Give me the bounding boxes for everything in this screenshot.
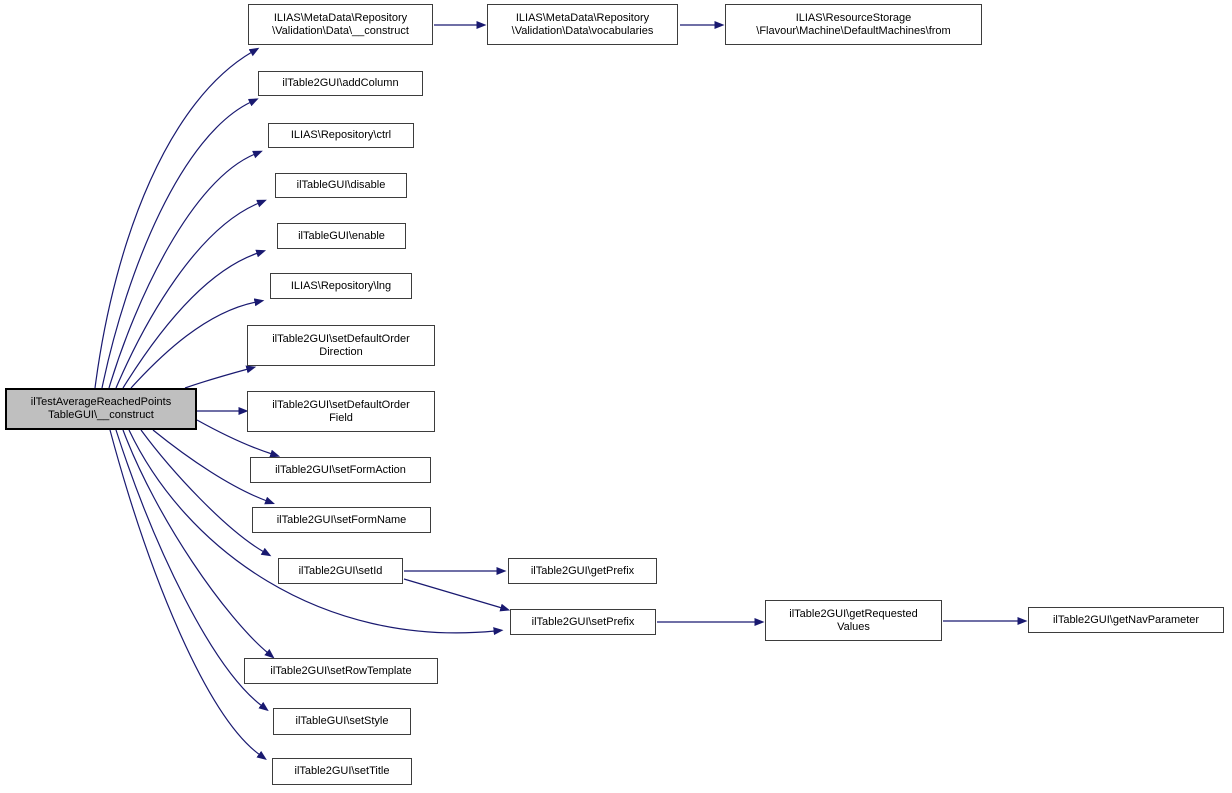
- node-iltablegui-enable[interactable]: ilTableGUI\enable: [277, 223, 406, 249]
- edge-set-id-to-set-prefix: [403, 578, 511, 612]
- node-iltable2gui-setrowtemplate[interactable]: ilTable2GUI\setRowTemplate: [244, 658, 438, 684]
- edge-root-to-enable: [122, 249, 267, 389]
- node-iltablegui-disable[interactable]: ilTableGUI\disable: [275, 173, 407, 198]
- node-iltable2gui-setformname[interactable]: ilTable2GUI\setFormName: [252, 507, 431, 533]
- node-iltable2gui-settitle[interactable]: ilTable2GUI\setTitle: [272, 758, 412, 785]
- node-ilias-repository-lng[interactable]: ILIAS\Repository\lng: [270, 273, 412, 299]
- node-iltable2gui-setdefaultorderfield[interactable]: ilTable2GUI\setDefaultOrder Field: [247, 391, 435, 432]
- edge-root-to-add-column: [101, 98, 259, 389]
- node-ilias-metadata-repository-validation-data-vocabularies[interactable]: ILIAS\MetaData\Repository \Validation\Da…: [487, 4, 678, 45]
- node-iltablegui-setstyle[interactable]: ilTableGUI\setStyle: [273, 708, 411, 735]
- node-ilias-metadata-repository-validation-data-construct[interactable]: ILIAS\MetaData\Repository \Validation\Da…: [248, 4, 433, 45]
- edge-root-to-set-style: [115, 429, 269, 712]
- edge-root-to-lng: [130, 298, 265, 389]
- node-iltable2gui-addcolumn[interactable]: ilTable2GUI\addColumn: [258, 71, 423, 96]
- node-iltable2gui-getprefix[interactable]: ilTable2GUI\getPrefix: [508, 558, 657, 584]
- node-root-iltestaveragereachedpointstablegui-construct: ilTestAverageReachedPoints TableGUI\__co…: [5, 388, 197, 430]
- edge-root-to-set-title: [109, 429, 267, 760]
- node-iltable2gui-getrequestedvalues[interactable]: ilTable2GUI\getRequested Values: [765, 600, 942, 641]
- edge-root-to-ctrl: [108, 150, 263, 389]
- node-iltable2gui-setprefix[interactable]: ilTable2GUI\setPrefix: [510, 609, 656, 635]
- edge-root-to-set-row-template: [122, 429, 275, 659]
- edge-root-to-set-default-order-direction: [184, 365, 257, 389]
- node-iltable2gui-setdefaultorderdirection[interactable]: ilTable2GUI\setDefaultOrder Direction: [247, 325, 435, 366]
- edge-root-to-set-id: [140, 429, 272, 557]
- edge-root-to-disable: [115, 199, 267, 389]
- node-ilias-resourcestorage-flavour-machine-defaultmachines-from[interactable]: ILIAS\ResourceStorage \Flavour\Machine\D…: [725, 4, 982, 45]
- node-iltable2gui-setformaction[interactable]: ilTable2GUI\setFormAction: [250, 457, 431, 483]
- edge-root-to-md-construct: [94, 47, 260, 389]
- node-iltable2gui-getnavparameter[interactable]: ilTable2GUI\getNavParameter: [1028, 607, 1224, 633]
- node-iltable2gui-setid[interactable]: ilTable2GUI\setId: [278, 558, 403, 584]
- node-ilias-repository-ctrl[interactable]: ILIAS\Repository\ctrl: [268, 123, 414, 148]
